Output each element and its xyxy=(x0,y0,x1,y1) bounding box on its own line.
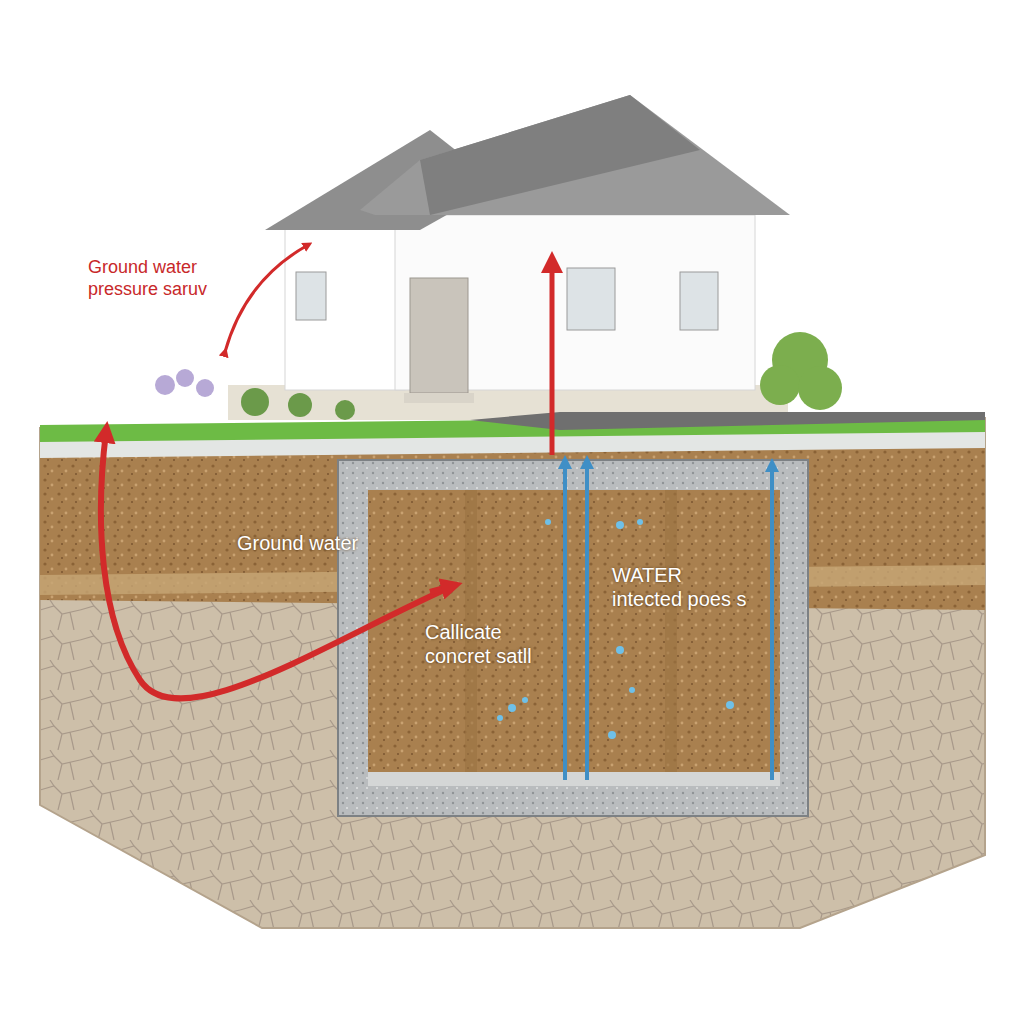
annotation-label: WATER intected poes s xyxy=(612,563,756,611)
annotation-label: Ground water pressure saruv xyxy=(88,257,236,300)
annotation-label: Callicate concret satll xyxy=(425,620,557,668)
annotation-label: Ground water xyxy=(237,531,407,555)
